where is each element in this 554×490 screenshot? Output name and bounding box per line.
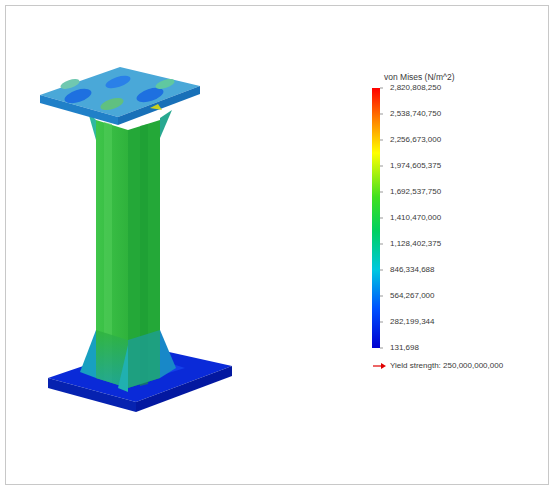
scale-value: 282,199,344	[390, 317, 435, 327]
scale-value: 1,410,470,000	[390, 213, 441, 223]
scale-value: 564,267,000	[390, 291, 435, 301]
color-bar	[372, 88, 380, 348]
column	[80, 120, 176, 392]
scale-value: 131,698	[390, 343, 419, 353]
scale-value: 2,538,740,750	[390, 109, 441, 119]
scale-value: 846,334,688	[390, 265, 435, 275]
scale-value: 1,128,402,375	[390, 239, 441, 249]
scale-value: 1,692,537,750	[390, 187, 441, 197]
yield-arrow	[373, 363, 386, 369]
top-plate	[40, 67, 200, 140]
legend-title: von Mises (N/m^2)	[384, 72, 455, 82]
color-bar-ticks	[380, 88, 383, 348]
scale-value: 2,256,673,000	[390, 135, 441, 145]
frame	[6, 6, 549, 485]
scale-value: 1,974,605,375	[390, 161, 441, 171]
scale-value: 2,820,808,250	[390, 83, 441, 93]
yield-strength: Yield strength: 250,000,000,000	[390, 361, 503, 371]
